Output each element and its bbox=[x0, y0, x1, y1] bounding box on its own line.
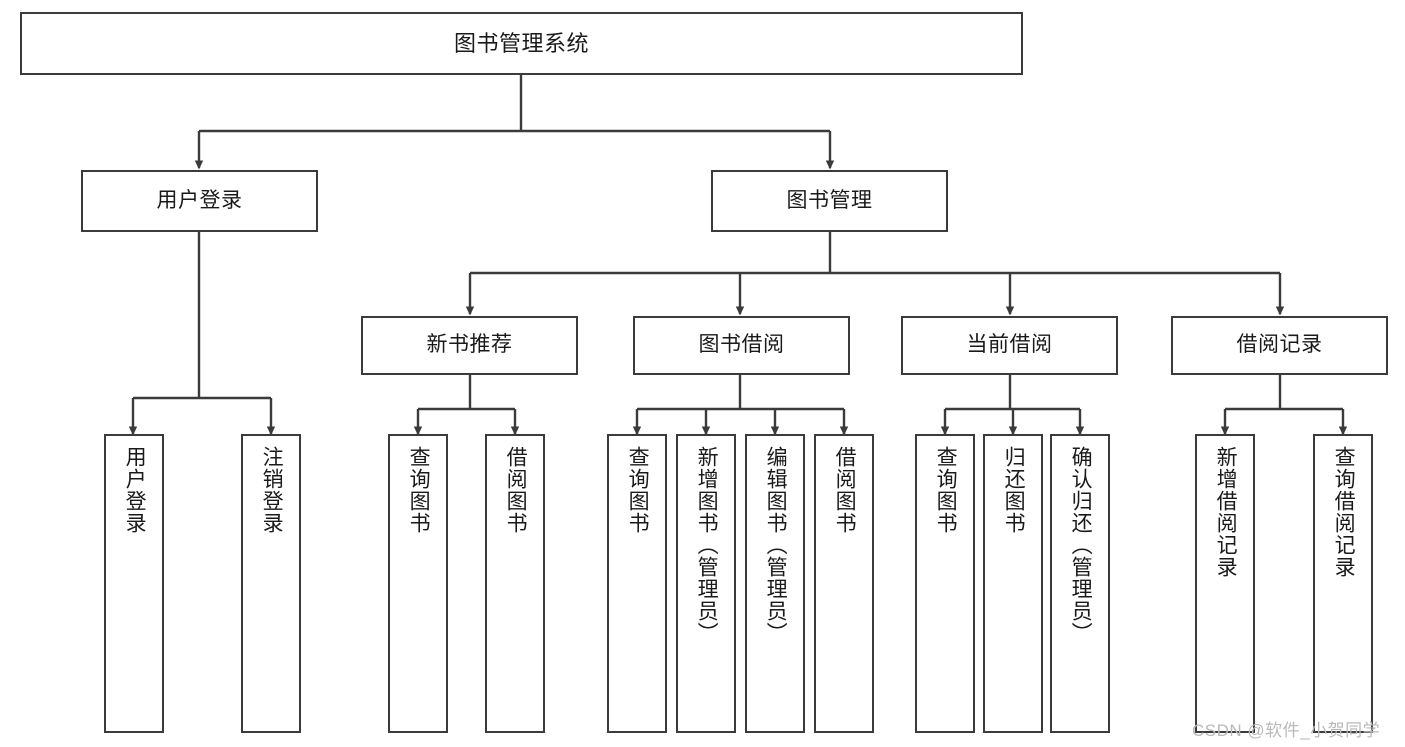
node-user-login[interactable]: 用户登录 bbox=[81, 170, 318, 232]
node-label: 用户登录 bbox=[123, 446, 147, 534]
node-borrow-record[interactable]: 借阅记录 bbox=[1171, 316, 1388, 375]
node-book-management[interactable]: 图书管理 bbox=[711, 170, 948, 232]
node-label: 图书借阅 bbox=[698, 333, 785, 357]
node-new-book-recommend[interactable]: 新书推荐 bbox=[361, 316, 578, 375]
node-root-system[interactable]: 图书管理系统 bbox=[20, 12, 1023, 75]
node-label: 用户登录 bbox=[156, 188, 243, 212]
watermark-text: CSDN @软件_小贺同学 bbox=[1192, 721, 1381, 740]
node-label: 查询借阅记录 bbox=[1332, 446, 1356, 578]
node-label: 新增图书（管理员） bbox=[695, 446, 719, 644]
leaf-edit-book[interactable]: 编辑图书（管理员） bbox=[745, 434, 805, 733]
node-label: 借阅记录 bbox=[1236, 333, 1323, 357]
node-label: 当前借阅 bbox=[966, 333, 1053, 357]
node-label: 借阅图书 bbox=[833, 446, 857, 534]
leaf-confirm-return[interactable]: 确认归还（管理员） bbox=[1050, 434, 1110, 733]
leaf-query-borrow-record[interactable]: 查询借阅记录 bbox=[1313, 434, 1373, 733]
leaf-query-book-recommend[interactable]: 查询图书 bbox=[388, 434, 448, 733]
leaf-add-book[interactable]: 新增图书（管理员） bbox=[676, 434, 736, 733]
leaf-borrow-book[interactable]: 借阅图书 bbox=[814, 434, 874, 733]
leaf-query-book-borrow[interactable]: 查询图书 bbox=[607, 434, 667, 733]
node-label: 归还图书 bbox=[1002, 446, 1026, 534]
leaf-borrow-book-recommend[interactable]: 借阅图书 bbox=[485, 434, 545, 733]
node-label: 借阅图书 bbox=[504, 446, 528, 534]
node-label: 查询图书 bbox=[626, 446, 650, 534]
node-label: 编辑图书（管理员） bbox=[764, 446, 788, 644]
leaf-user-login[interactable]: 用户登录 bbox=[104, 434, 164, 733]
leaf-add-borrow-record[interactable]: 新增借阅记录 bbox=[1195, 434, 1255, 733]
leaf-logout-login[interactable]: 注销登录 bbox=[241, 434, 301, 733]
node-label: 新增借阅记录 bbox=[1214, 446, 1238, 578]
leaf-query-book-current[interactable]: 查询图书 bbox=[915, 434, 975, 733]
node-label: 图书管理 bbox=[786, 188, 873, 212]
node-label: 查询图书 bbox=[407, 446, 431, 534]
node-current-borrow[interactable]: 当前借阅 bbox=[901, 316, 1118, 375]
leaf-return-book[interactable]: 归还图书 bbox=[983, 434, 1043, 733]
node-label: 注销登录 bbox=[260, 446, 284, 534]
node-label: 图书管理系统 bbox=[453, 30, 589, 56]
node-label: 查询图书 bbox=[934, 446, 958, 534]
node-label: 确认归还（管理员） bbox=[1069, 446, 1093, 644]
node-label: 新书推荐 bbox=[426, 333, 513, 357]
node-book-borrow[interactable]: 图书借阅 bbox=[633, 316, 850, 375]
